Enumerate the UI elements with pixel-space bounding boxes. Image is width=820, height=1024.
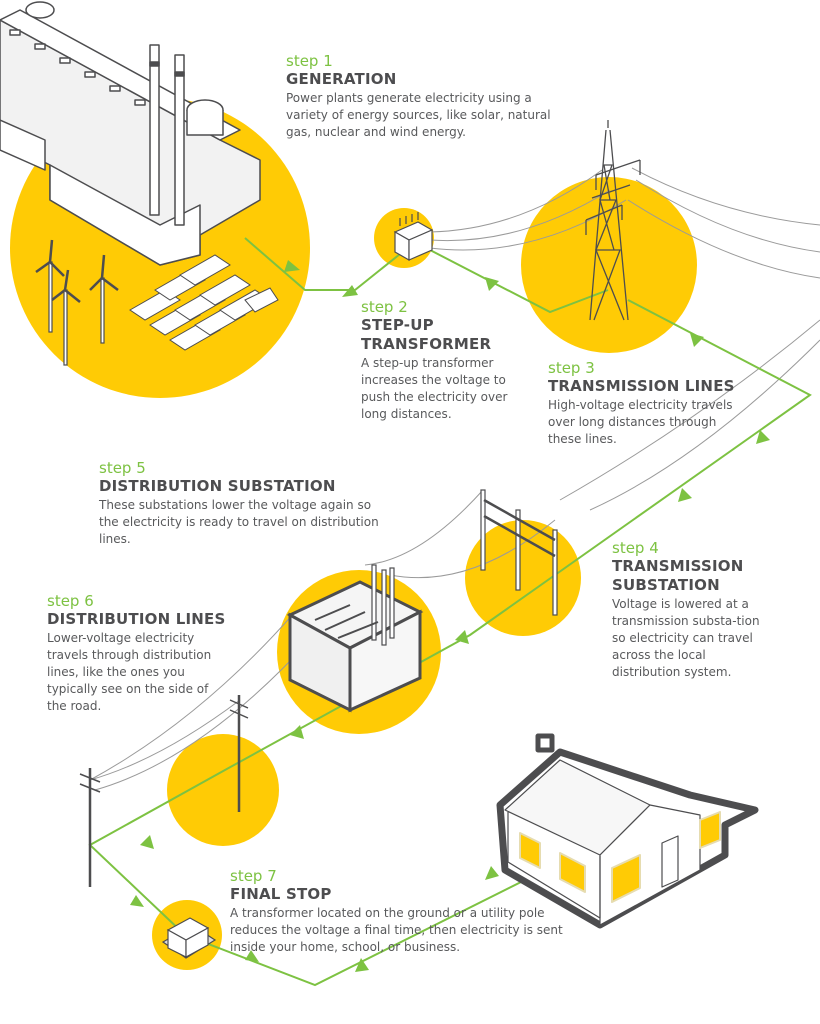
step-title: TRANSMISSION SUBSTATION bbox=[612, 557, 744, 594]
step-description: A transformer located on the ground or a… bbox=[230, 906, 563, 954]
step-description: Power plants generate electricity using … bbox=[286, 91, 551, 139]
step-title: DISTRIBUTION LINES bbox=[47, 610, 226, 628]
step-3-transmission-lines: step 3 TRANSMISSION LINES High-voltage e… bbox=[548, 359, 738, 448]
step-title: DISTRIBUTION SUBSTATION bbox=[99, 477, 336, 495]
step-description: High-voltage electricity travels over lo… bbox=[548, 398, 733, 446]
step-number: step 1 bbox=[286, 52, 333, 70]
flow-arrows bbox=[130, 260, 770, 972]
utility-pole-icon bbox=[79, 695, 249, 887]
step4-circle bbox=[465, 520, 581, 636]
step3-circle bbox=[521, 177, 697, 353]
step-title: STEP-UP TRANSFORMER bbox=[361, 316, 492, 353]
step-title: FINAL STOP bbox=[230, 885, 332, 903]
step-2-step-up-transformer: step 2 STEP-UP TRANSFORMER A step-up tra… bbox=[361, 298, 511, 423]
step-number: step 2 bbox=[361, 298, 408, 316]
step-7-final-stop: step 7 FINAL STOP A transformer located … bbox=[230, 867, 585, 956]
step-number: step 3 bbox=[548, 359, 595, 377]
transmission-tower-icon bbox=[585, 120, 641, 321]
step-number: step 5 bbox=[99, 459, 146, 477]
step6-circle bbox=[167, 734, 279, 846]
transformer-icon bbox=[393, 212, 434, 262]
transmission-substation-icon bbox=[480, 489, 558, 616]
step-description: A step-up transformer increases the volt… bbox=[361, 356, 508, 421]
step-number: step 4 bbox=[612, 539, 659, 557]
step-number: step 6 bbox=[47, 592, 94, 610]
step-6-distribution-lines: step 6 DISTRIBUTION LINES Lower-voltage … bbox=[47, 592, 227, 715]
step-1-generation: step 1 GENERATION Power plants generate … bbox=[286, 52, 566, 141]
wind-turbines-icon bbox=[35, 239, 119, 366]
distribution-substation-icon bbox=[286, 564, 424, 713]
flow-path bbox=[88, 237, 812, 987]
step-description: Voltage is lowered at a transmission sub… bbox=[612, 597, 760, 679]
step-number: step 7 bbox=[230, 867, 277, 885]
solar-panels-icon bbox=[129, 254, 279, 351]
wires bbox=[89, 167, 820, 791]
pad-transformer-icon bbox=[161, 917, 217, 959]
step-title: TRANSMISSION LINES bbox=[548, 377, 735, 395]
house-icon bbox=[496, 733, 759, 929]
step-description: Lower-voltage electricity travels throug… bbox=[47, 631, 212, 713]
step-5-distribution-substation: step 5 DISTRIBUTION SUBSTATION These sub… bbox=[99, 459, 379, 548]
step-description: These substations lower the voltage agai… bbox=[99, 498, 379, 546]
step-title: GENERATION bbox=[286, 70, 397, 88]
power-plant-icon bbox=[0, 1, 261, 266]
step-4-transmission-substation: step 4 TRANSMISSION SUBSTATION Voltage i… bbox=[612, 539, 762, 681]
